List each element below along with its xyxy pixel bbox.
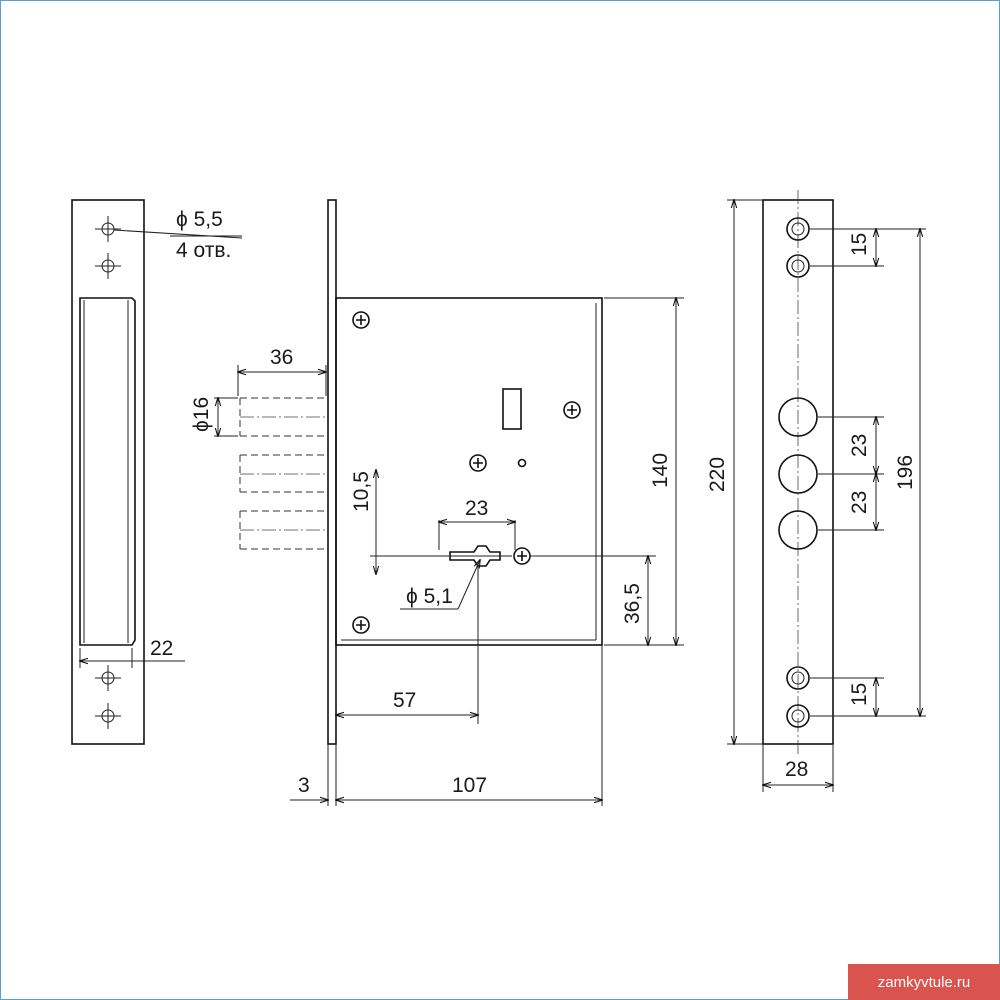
faceplate-hole-span-label: 196 [894, 455, 917, 490]
bolt-projection-label: 36 [270, 346, 293, 369]
faceplate-screw-holes [786, 217, 810, 728]
screw-spacing-top-label: 15 [848, 233, 871, 256]
watermark-link[interactable]: zamkyvtule.ru [848, 964, 1000, 1000]
strike-width-label: 22 [150, 637, 173, 660]
front-plate [327, 199, 337, 745]
keyhole-width-label: 23 [465, 497, 488, 520]
slot-opening [502, 388, 522, 430]
faceplate-width-label: 28 [785, 758, 808, 781]
screw-spacing-bottom-label: 15 [848, 683, 871, 706]
backset-label: 57 [393, 689, 416, 712]
faceplate-view: 15 23 23 15 196 220 28 [706, 190, 926, 792]
strike-screw-holes [95, 216, 121, 729]
bolts-hidden [239, 397, 328, 550]
case-screws [352, 311, 581, 634]
key-height-label: 36,5 [621, 583, 644, 624]
strike-plate-opening [79, 297, 136, 646]
key-diameter-label: ϕ 5,1 [406, 585, 453, 608]
faceplate-bolt-holes [778, 397, 818, 550]
bolt-offset-label: 10,5 [350, 471, 373, 512]
case-height-label: 140 [649, 453, 672, 488]
lock-case [335, 297, 603, 646]
bolt-spacing-2-label: 23 [848, 491, 871, 514]
hole-diameter-label: ϕ 5,5 [176, 208, 223, 231]
faceplate-height-label: 220 [706, 457, 729, 492]
hole-count-label: 4 отв. [176, 239, 231, 262]
case-width-label: 107 [452, 774, 487, 797]
bolt-diameter-label: ϕ16 [190, 397, 213, 432]
plate-thickness-label: 3 [298, 774, 310, 797]
hole-leader-line [113, 229, 243, 239]
strike-plate-view: ϕ 5,5 4 отв. 22 [71, 199, 243, 745]
bolt-spacing-1-label: 23 [848, 434, 871, 457]
lock-body-view: 36 ϕ16 10,5 23 ϕ 5,1 140 36,5 57 [190, 199, 684, 806]
strike-plate-outline [71, 199, 145, 745]
